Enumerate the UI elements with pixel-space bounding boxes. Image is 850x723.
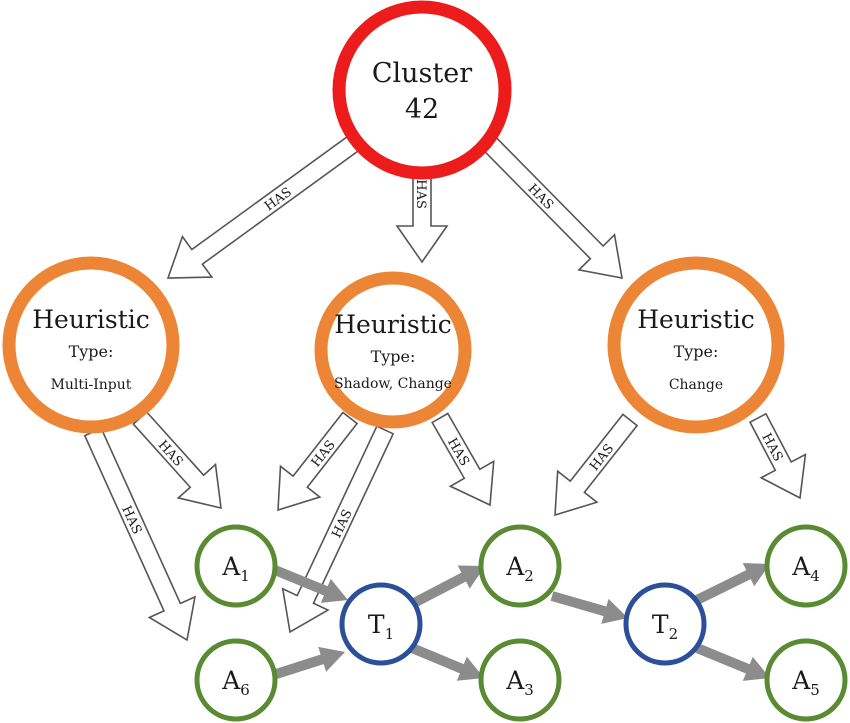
address-label: A4 — [791, 552, 820, 585]
heuristic-type-label: Type: — [371, 347, 416, 366]
flow-edge-a2-t2 — [550, 591, 629, 624]
address-label: A6 — [221, 666, 250, 699]
heuristic-type-value: Multi-Input — [51, 377, 132, 393]
has-label: HAS — [413, 179, 428, 209]
flow-arrow-shape — [409, 565, 486, 609]
heuristic-title: Heuristic — [637, 305, 755, 334]
cluster-label-line1: Cluster — [372, 58, 472, 89]
transaction-circle — [339, 582, 423, 666]
transaction-label: T2 — [652, 610, 678, 643]
has-arrow-shape — [748, 412, 807, 500]
heuristic-node-1: Heuristic Type: Multi-Input — [2, 256, 180, 434]
has-edge-h3-a2: HAS — [554, 413, 639, 517]
heuristic-node-2: Heuristic Type: Shadow, Change — [314, 271, 472, 429]
address-circle — [478, 524, 562, 608]
transaction-circle — [623, 582, 707, 666]
heuristic-title: Heuristic — [32, 305, 150, 334]
flow-edges — [268, 562, 771, 681]
heuristic-circle — [314, 271, 472, 429]
has-arrow-shape — [431, 412, 495, 507]
heuristic-type-value: Change — [669, 377, 723, 393]
address-node-a2: A2 — [478, 524, 562, 608]
heuristic-type-label: Type: — [674, 342, 719, 361]
flow-arrow-shape — [694, 562, 771, 605]
cluster-label-line2: 42 — [405, 94, 439, 125]
address-label: A3 — [505, 666, 534, 699]
heuristic-title: Heuristic — [334, 310, 452, 339]
address-node-a6: A6 — [194, 638, 278, 722]
heuristic-type-label: Type: — [69, 342, 114, 361]
heuristic-circle — [2, 256, 180, 434]
address-circle — [194, 524, 278, 608]
flow-edge-t1-a3 — [410, 643, 484, 681]
has-arrow-shape — [83, 427, 197, 642]
heuristic-node-3: Heuristic Type: Change — [607, 256, 785, 434]
address-circle — [764, 524, 848, 608]
address-circle — [478, 638, 562, 722]
transaction-label: T1 — [368, 610, 394, 643]
flow-edge-a6-t1 — [268, 646, 346, 681]
flow-arrow-shape — [268, 563, 348, 603]
address-node-a1: A1 — [194, 524, 278, 608]
flow-edge-a1-t1 — [268, 563, 348, 603]
address-node-a3: A3 — [478, 638, 562, 722]
address-node-a4: A4 — [764, 524, 848, 608]
has-edge-h1-a6: HAS — [83, 427, 197, 642]
has-arrow-shape — [277, 411, 359, 512]
heuristic-circle — [607, 256, 785, 434]
has-arrow-shape — [166, 131, 365, 279]
has-arrow-shape — [132, 410, 222, 510]
transaction-node-t1: T1 — [339, 582, 423, 666]
has-label: HAS — [758, 431, 785, 464]
flow-edge-t1-a2 — [409, 565, 486, 609]
address-label: A2 — [505, 552, 534, 585]
has-edge-cluster-h2: HAS — [395, 167, 449, 264]
has-arrow-shape — [478, 132, 623, 279]
has-arrow-shape — [554, 413, 639, 517]
flow-arrow-shape — [695, 643, 770, 681]
cluster-node: Cluster 42 — [332, 0, 512, 180]
has-edge-h1-a1: HAS — [132, 410, 222, 510]
flow-arrow-shape — [550, 591, 629, 624]
cluster-circle — [332, 0, 512, 180]
transaction-node-t2: T2 — [623, 582, 707, 666]
flow-arrow-shape — [268, 646, 346, 681]
has-edge-cluster-h3: HAS — [478, 132, 623, 279]
has-edge-h2-a2: HAS — [431, 412, 495, 507]
address-node-a5: A5 — [764, 638, 848, 722]
flow-edge-t2-a5 — [695, 643, 770, 681]
address-label: A1 — [221, 552, 250, 585]
has-edge-cluster-h1: HAS — [166, 131, 365, 279]
flow-arrow-shape — [410, 643, 484, 681]
heuristic-type-value: Shadow, Change — [334, 376, 452, 392]
flow-edge-t2-a4 — [694, 562, 771, 605]
address-label: A5 — [791, 666, 820, 699]
address-circle — [764, 638, 848, 722]
has-edge-h3-a4: HAS — [748, 412, 807, 500]
address-circle — [194, 638, 278, 722]
